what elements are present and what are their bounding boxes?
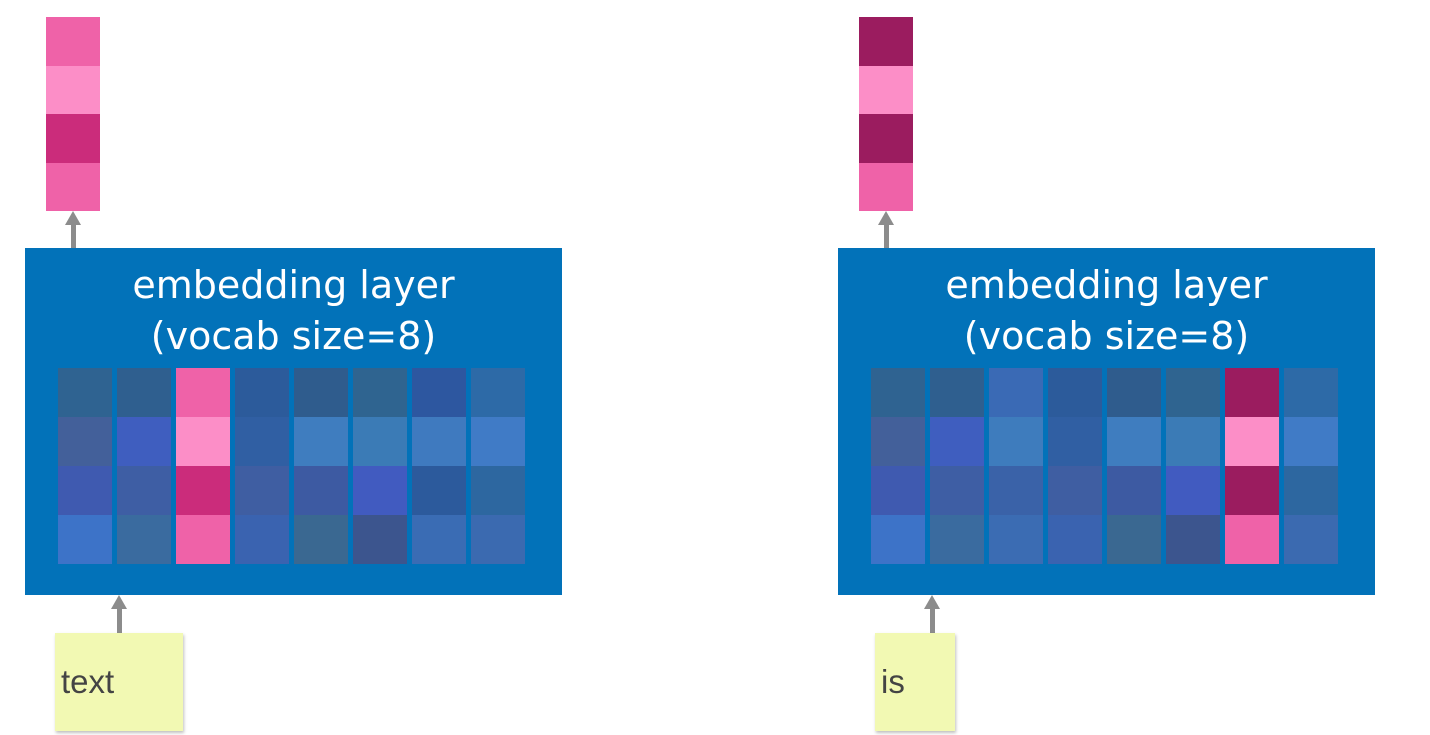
- output-embedding-vector: [859, 17, 913, 211]
- input-word-note: text: [55, 633, 183, 731]
- embedding-cell: [58, 515, 112, 564]
- embedding-cell: [871, 417, 925, 466]
- embedding-cell: [1284, 368, 1338, 417]
- embedding-cell: [989, 466, 1043, 515]
- embedding-cell: [471, 515, 525, 564]
- embedding-cell: [235, 417, 289, 466]
- embedding-cell: [235, 466, 289, 515]
- embedding-cell: [989, 417, 1043, 466]
- output-vector-cell: [46, 65, 100, 114]
- embedding-cell-selected: [1225, 466, 1279, 515]
- embedding-cell: [117, 466, 171, 515]
- embedding-cell: [871, 466, 925, 515]
- embedding-cell: [471, 368, 525, 417]
- embedding-cell: [1107, 515, 1161, 564]
- embedding-cell: [1048, 466, 1102, 515]
- embedding-cell: [353, 515, 407, 564]
- embedding-cell: [1048, 368, 1102, 417]
- embedding-layer-title: embedding layer (vocab size=8): [838, 260, 1375, 362]
- embedding-cell: [1107, 466, 1161, 515]
- embedding-cell: [353, 368, 407, 417]
- embedding-panel-text: embedding layer (vocab size=8) text: [25, 0, 565, 735]
- embedding-cell-selected: [176, 466, 230, 515]
- embedding-cell: [930, 515, 984, 564]
- up-arrow-icon: [111, 595, 127, 639]
- embedding-cell: [58, 368, 112, 417]
- embedding-cell: [412, 417, 466, 466]
- embedding-layer-title-line1: embedding layer: [945, 263, 1268, 307]
- output-vector-cell: [859, 65, 913, 114]
- up-arrow-icon: [924, 595, 940, 639]
- embedding-cell: [294, 515, 348, 564]
- embedding-layer-box: embedding layer (vocab size=8): [838, 248, 1375, 595]
- embedding-cell: [1048, 417, 1102, 466]
- embedding-cell: [294, 368, 348, 417]
- output-embedding-vector: [46, 17, 100, 211]
- embedding-layer-title-line2: (vocab size=8): [963, 314, 1250, 358]
- embedding-cell: [989, 368, 1043, 417]
- output-vector-cell: [46, 114, 100, 163]
- embedding-cell: [871, 515, 925, 564]
- embedding-cell: [235, 515, 289, 564]
- up-arrow-icon: [65, 211, 81, 253]
- output-vector-cell: [46, 162, 100, 211]
- embedding-cell: [1284, 417, 1338, 466]
- embedding-cell-selected: [1225, 417, 1279, 466]
- embedding-cell: [353, 466, 407, 515]
- embedding-cell: [1166, 417, 1220, 466]
- input-word-label: is: [881, 663, 905, 700]
- output-vector-cell: [859, 162, 913, 211]
- embedding-cell: [117, 515, 171, 564]
- embedding-cell: [412, 368, 466, 417]
- input-word-note: is: [875, 633, 955, 731]
- embedding-cell: [989, 515, 1043, 564]
- embedding-cell: [930, 417, 984, 466]
- embedding-cell: [871, 368, 925, 417]
- embedding-cell-selected: [176, 368, 230, 417]
- embedding-cell: [930, 368, 984, 417]
- embedding-cell: [1284, 515, 1338, 564]
- embedding-cell: [471, 466, 525, 515]
- input-word-label: text: [61, 663, 115, 700]
- embedding-cell: [294, 417, 348, 466]
- embedding-cell: [294, 466, 348, 515]
- embedding-cell: [412, 515, 466, 564]
- embedding-cell: [1166, 466, 1220, 515]
- output-vector-cell: [46, 17, 100, 66]
- embedding-cell: [1107, 417, 1161, 466]
- output-vector-cell: [859, 17, 913, 66]
- embedding-panel-is: embedding layer (vocab size=8) is: [838, 0, 1378, 735]
- output-vector-cell: [859, 114, 913, 163]
- embedding-cell: [930, 466, 984, 515]
- embedding-cell: [471, 417, 525, 466]
- embedding-cell: [412, 466, 466, 515]
- embedding-layer-title-line2: (vocab size=8): [150, 314, 437, 358]
- embedding-cell: [1166, 368, 1220, 417]
- embedding-cell: [235, 368, 289, 417]
- embedding-cell: [1048, 515, 1102, 564]
- embedding-cell: [1107, 368, 1161, 417]
- embedding-cell-selected: [176, 515, 230, 564]
- embedding-layer-box: embedding layer (vocab size=8): [25, 248, 562, 595]
- embedding-layer-title: embedding layer (vocab size=8): [25, 260, 562, 362]
- embedding-cell: [353, 417, 407, 466]
- embedding-layer-title-line1: embedding layer: [132, 263, 455, 307]
- embedding-cell-selected: [176, 417, 230, 466]
- embedding-cell: [1284, 466, 1338, 515]
- embedding-cell: [58, 466, 112, 515]
- embedding-cell: [58, 417, 112, 466]
- embedding-cell: [1166, 515, 1220, 564]
- embedding-matrix: [58, 368, 525, 564]
- embedding-cell: [117, 417, 171, 466]
- embedding-matrix: [871, 368, 1338, 564]
- embedding-cell-selected: [1225, 515, 1279, 564]
- up-arrow-icon: [878, 211, 894, 253]
- embedding-cell: [117, 368, 171, 417]
- embedding-cell-selected: [1225, 368, 1279, 417]
